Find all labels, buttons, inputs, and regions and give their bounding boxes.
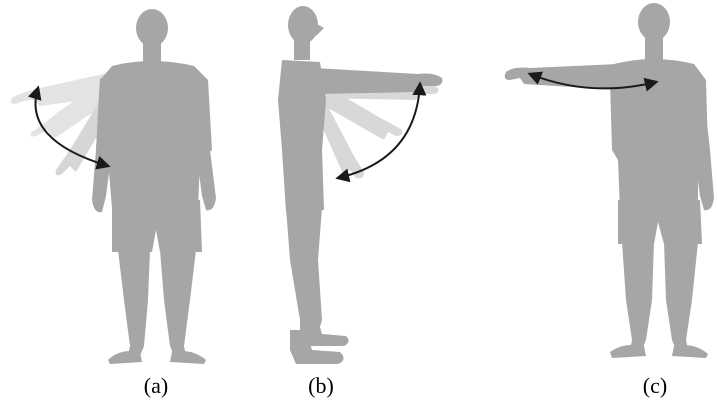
panel-a-body-silhouette <box>92 9 216 364</box>
panel-c <box>505 3 714 358</box>
panel-a <box>11 9 216 364</box>
panel-b-body-silhouette <box>278 6 442 364</box>
caption-a: (a) <box>144 373 168 399</box>
panel-c-body-silhouette <box>505 3 714 358</box>
caption-c: (c) <box>643 373 667 399</box>
panel-b <box>278 6 442 364</box>
caption-b: (b) <box>308 373 334 399</box>
